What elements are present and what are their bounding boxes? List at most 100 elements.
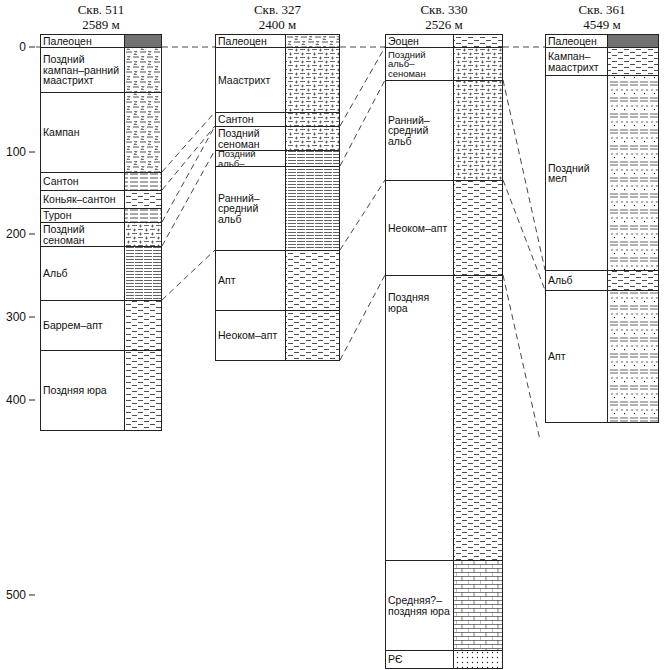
lithology-fill [453,47,503,80]
depth-tick [29,47,35,48]
age-cell: Апт [546,291,608,422]
lithology-fill [285,112,340,126]
lithology-fill [124,190,162,208]
depth-label: 100 [0,145,26,159]
age-cell: Баррем–апт [41,301,125,350]
depth-tick [29,317,35,318]
age-label: Ранний–средний альб [388,115,451,147]
lithology-fill [285,150,340,166]
stratigraphic-unit: Ранний–средний альб [385,80,503,181]
age-cell: Поздняя юра [386,276,454,560]
lithology-fill [453,650,503,668]
age-label: Палеоцен [43,36,92,47]
depth-label: 0 [0,40,26,54]
stratigraphic-unit: Поздняя юра [385,275,503,561]
stratigraphic-unit: Палеоцен [40,34,162,48]
stratigraphic-unit: Палеоцен [545,34,659,48]
stratigraphic-unit: Апт [215,250,340,311]
age-cell: Палеоцен [41,35,125,47]
age-label: Апт [548,351,566,362]
lithology-fill [285,47,340,112]
depth-value: 500 [6,588,26,602]
correlation-line [340,80,385,166]
age-cell: Коньяк–сантон [41,191,125,208]
well-column: Скв. 5112589 мПалеоценПоздний кампан–ран… [40,2,162,431]
lithology-fill [124,300,162,350]
depth-value: 300 [6,310,26,324]
correlation-line [503,47,545,48]
age-label: Палеоцен [548,36,597,47]
depth-tick [29,400,35,401]
well-heading: Скв. 3614549 м [533,2,666,32]
age-label: Поздний альб–сеноман [388,50,451,79]
stratigraphic-unit: Поздний альб–сеноман [385,47,503,81]
stratigraphic-unit: Турон [40,208,162,223]
lithology-fill [285,166,340,250]
age-label: Сантон [218,114,254,125]
lithology-fill [607,270,659,290]
well-heading: Скв. 3302526 м [373,2,515,32]
age-cell: Апт [216,251,286,310]
stratigraphic-unit: Поздний сеноман [40,222,162,247]
depth-label: 300 [0,310,26,324]
lithology-fill [453,560,503,650]
stratigraphic-unit: Кампан [40,92,162,173]
age-label: Средняя?–поздняя юра [388,595,451,616]
lithology-fill [124,92,162,172]
well-name: 2526 м [373,17,515,32]
age-cell: Поздний мел [546,76,608,270]
lithology-fill [285,34,340,47]
depth-tick [29,595,35,596]
stratigraphic-unit: Поздний кампан–ранний маастрихт [40,47,162,93]
age-label: Апт [218,275,236,286]
depth-value: 0 [19,40,26,54]
lithology-fill [453,275,503,560]
depth-tick [29,234,35,235]
stratigraphic-unit: Поздний сеноман [215,126,340,151]
well-name: Скв. 361 [533,2,666,17]
age-label: Турон [43,210,71,221]
age-cell: Турон [41,209,125,222]
age-cell: Поздний альб–сеноман [386,48,454,80]
age-cell: Поздний сеноман [216,127,286,150]
age-label: Поздний сеноман [43,224,122,245]
age-cell: Альб [41,247,125,300]
correlation-line [340,47,385,48]
lithology-fill [285,250,340,310]
age-label: Поздний мел [548,163,605,184]
well-name: 2400 м [203,17,352,32]
lithology-fill [124,172,162,190]
age-cell: Неоком–апт [386,181,454,275]
correlation-line [503,275,540,440]
age-label: Поздний кампан–ранний маастрихт [43,54,122,86]
age-label: Коньяк–сантон [43,194,116,205]
lithology-fill [285,310,340,360]
stratigraphic-unit: Альб [40,246,162,301]
lithology-fill [607,34,659,47]
correlation-line [340,180,385,250]
age-label: Неоком–апт [218,330,277,341]
age-cell: Ранний–средний альб [386,81,454,180]
stratigraphic-unit: PЄ [385,650,503,669]
well-name: 4549 м [533,17,666,32]
stratigraphic-unit: Апт [545,290,659,423]
well-heading: Скв. 5112589 м [28,2,174,32]
stratigraphic-unit: Поздний мел [545,75,659,271]
correlation-line [340,47,385,126]
well-column: Скв. 3302526 мЭоценПоздний альб–сеноманР… [385,2,503,669]
stratigraphic-unit: Неоком–апт [385,180,503,276]
stratigraphic-unit: Поздняя юра [40,350,162,431]
age-cell: Палеоцен [546,35,608,47]
age-label: Кампан–маастрихт [548,51,605,72]
correlation-line [503,180,545,290]
correlation-line [162,150,215,246]
age-label: Ранний–средний альб [218,193,283,225]
stratigraphic-unit: Маастрихт [215,47,340,113]
age-label: Альб [548,275,573,286]
age-label: Альб [43,268,68,279]
lithology-fill [607,75,659,270]
age-cell: Средняя?–поздняя юра [386,561,454,650]
depth-tick [29,152,35,153]
lithology-fill [607,47,659,75]
